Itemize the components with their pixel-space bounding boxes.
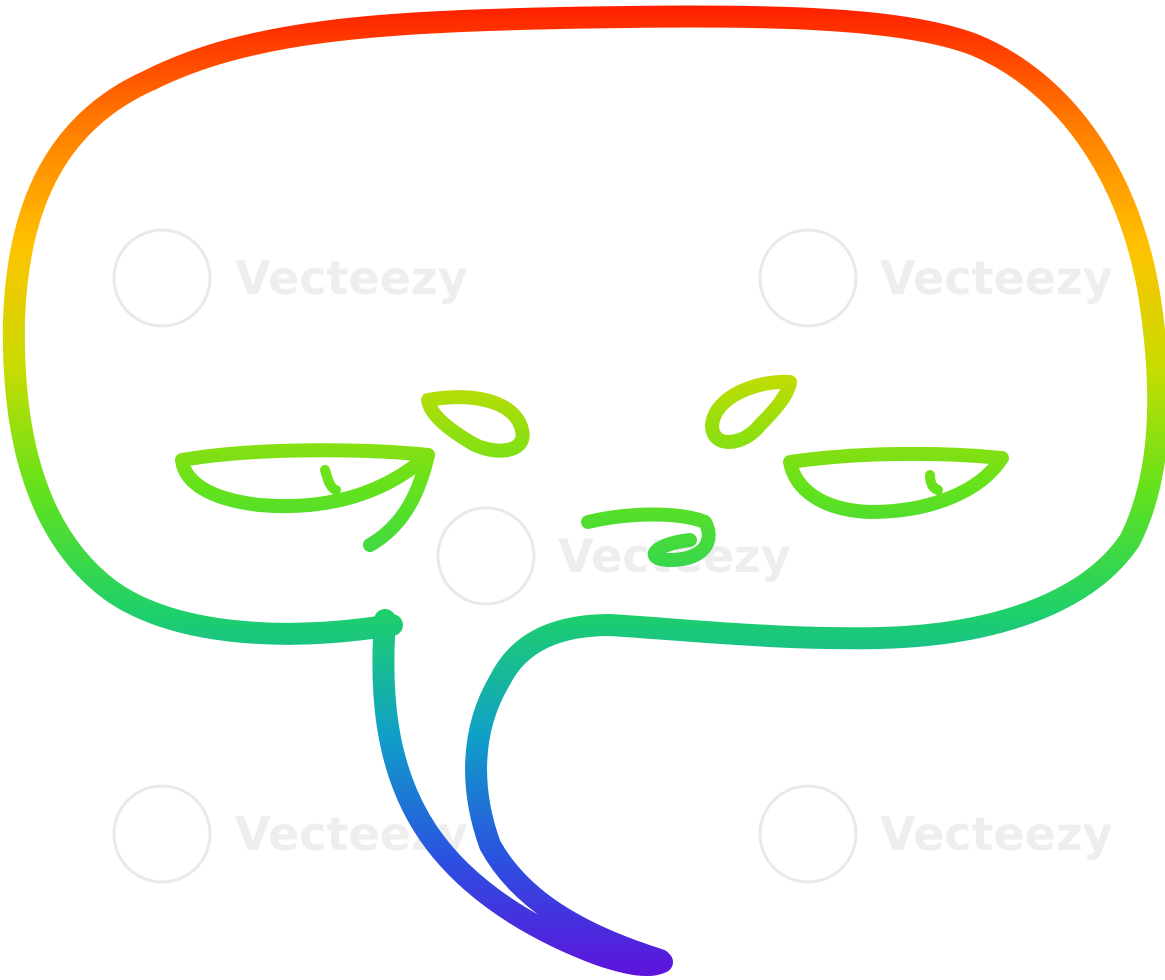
speech-bubble-outline [2,5,1165,971]
right-eye [783,446,1009,519]
right-eye-pupil-mark [925,470,943,495]
watermark-logo-icon [758,784,858,884]
watermark-logo-icon [112,228,212,328]
right-brow [705,374,797,449]
watermark-logo-icon [758,228,858,328]
mouth [581,507,716,567]
left-brow [421,390,530,458]
face [175,374,1009,567]
watermark-2: Vecteezy [758,228,1113,328]
left-eye-pupil-mark [320,465,341,495]
watermark-layer: Vecteezy Vecteezy Vecteezy Vecteezy Vect… [112,228,1113,884]
speech-bubble-tail [372,609,673,977]
watermark-5: Vecteezy [758,784,1113,884]
watermark-text: Vecteezy [880,807,1113,861]
watermark-logo-icon [112,784,212,884]
watermark-logo-icon [436,506,536,606]
watermark-text: Vecteezy [880,251,1113,305]
left-eye [175,443,435,514]
left-eye-lash [363,448,435,552]
watermark-1: Vecteezy [112,228,468,328]
watermark-text: Vecteezy [235,251,468,305]
